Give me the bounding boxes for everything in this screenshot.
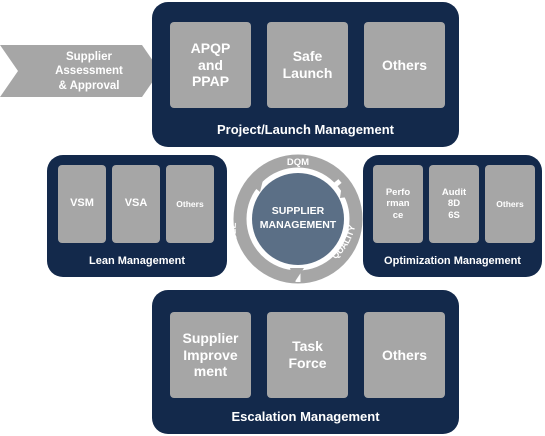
supplier-improvement-box: Supplier Improve ment [170,312,251,398]
supplier-assessment-label: Supplier Assessment & Approval [55,51,123,92]
project-launch-panel: APQP and PPAP Safe Launch Others Project… [152,2,459,147]
center-label-line-2: MANAGEMENT [260,219,337,231]
optimization-others-box: Others [485,165,535,243]
safe-launch-box: Safe Launch [267,22,348,108]
vsm-box: VSM [58,165,106,243]
ring-arrow-tip-2 [340,184,356,198]
vsa-box: VSA [112,165,160,243]
lean-others-box: Others [166,165,214,243]
optimization-management-title: Optimization Management [384,255,521,267]
center-circle [252,173,344,265]
task-force-box: Task Force [267,312,348,398]
lean-management-title: Lean Management [89,255,185,267]
ring-label-dqm: DQM [287,157,309,168]
optimization-management-panel: Perfo rman ce Audit 8D 6S Others Optimiz… [363,155,542,277]
lean-management-panel: VSM VSA Others Lean Management [47,155,227,277]
audit-box: Audit 8D 6S [429,165,479,243]
supplier-assessment-arrow [0,45,160,97]
top-others-box: Others [364,22,445,108]
escalation-management-panel: Supplier Improve ment Task Force Others … [152,290,459,434]
ring-arrow-tip-3 [290,268,304,283]
escalation-others-box: Others [364,312,445,398]
ring-arrow-tip-1 [248,176,264,192]
performance-box: Perfo rman ce [373,165,423,243]
project-launch-title: Project/Launch Management [217,122,394,137]
escalation-management-title: Escalation Management [231,409,380,424]
center-label-line-1: SUPPLIER [272,205,325,217]
apqp-ppap-box: APQP and PPAP [170,22,251,108]
